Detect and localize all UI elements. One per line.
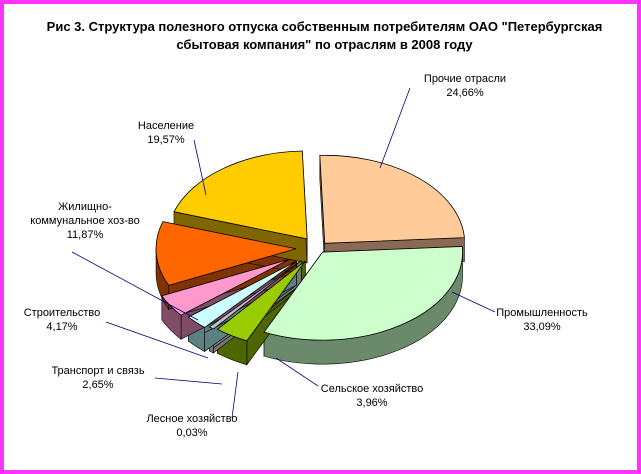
slice-транспорт-и-связь xyxy=(187,260,297,329)
label-value-промышленность: 33,09% xyxy=(523,321,561,333)
chart-title-line-1: Рис 3. Структура полезного отпуска собст… xyxy=(46,19,603,34)
chart-title-line-2: сбытовая компания" по отраслям в 2008 го… xyxy=(176,37,473,52)
leader-line-сельское-хозяйство xyxy=(275,357,319,387)
pie-labels: Прочие отрасли 24,66% Промышленность 33,09%… xyxy=(24,73,588,439)
label-name-население: Население xyxy=(138,120,194,132)
label-name-жилищно-коммунальное-хоз-во-0: Жилищно- xyxy=(58,201,112,213)
slice-строительство xyxy=(161,258,290,316)
slice-промышленность xyxy=(263,246,463,341)
slice-лесное-хозяйство xyxy=(208,260,302,330)
leader-line-промышленность xyxy=(451,291,496,313)
slice-сельское-хозяйство xyxy=(216,260,306,342)
label-value-транспорт-и-связь: 2,65% xyxy=(82,379,113,391)
leader-line-строительство xyxy=(105,321,209,359)
label-value-жилищно-коммунальное-хоз-во: 11,87% xyxy=(67,229,104,241)
slice-жилищно-коммунальное-хоз-во xyxy=(155,221,297,286)
label-name-прочие-отрасли: Прочие отрасли xyxy=(424,73,506,85)
leader-line-транспорт-и-связь xyxy=(154,377,223,385)
label-name-строительство: Строительство xyxy=(24,307,101,319)
label-value-строительство: 4,17% xyxy=(46,321,77,333)
slice-население xyxy=(173,150,308,240)
label-value-население: 19,57% xyxy=(147,134,185,146)
leader-line-прочие-отрасли xyxy=(379,87,411,169)
leader-line-лесное-хозяйство xyxy=(231,371,239,419)
leader-line-жилищно-коммунальное-хоз-во xyxy=(71,251,199,321)
label-name-сельское-хозяйство: Сельское хозяйство xyxy=(321,383,423,395)
label-name-лесное-хозяйство: Лесное хозяйство xyxy=(146,413,237,425)
label-value-лесное-хозяйство: 0,03% xyxy=(176,427,207,439)
leader-line-население xyxy=(193,139,207,196)
label-name-транспорт-и-связь: Транспорт и связь xyxy=(51,365,144,377)
label-name-жилищно-коммунальное-хоз-во-1: коммунальное хоз-во xyxy=(30,215,139,227)
pie-tops xyxy=(155,150,465,342)
slice-прочие-отрасли xyxy=(319,154,465,244)
chart-title: Рис 3. Структура полезного отпуска собст… xyxy=(44,18,605,54)
label-value-прочие-отрасли: 24,66% xyxy=(446,87,484,99)
label-name-промышленность: Промышленность xyxy=(496,307,588,319)
label-value-сельское-хозяйство: 3,96% xyxy=(356,397,387,409)
